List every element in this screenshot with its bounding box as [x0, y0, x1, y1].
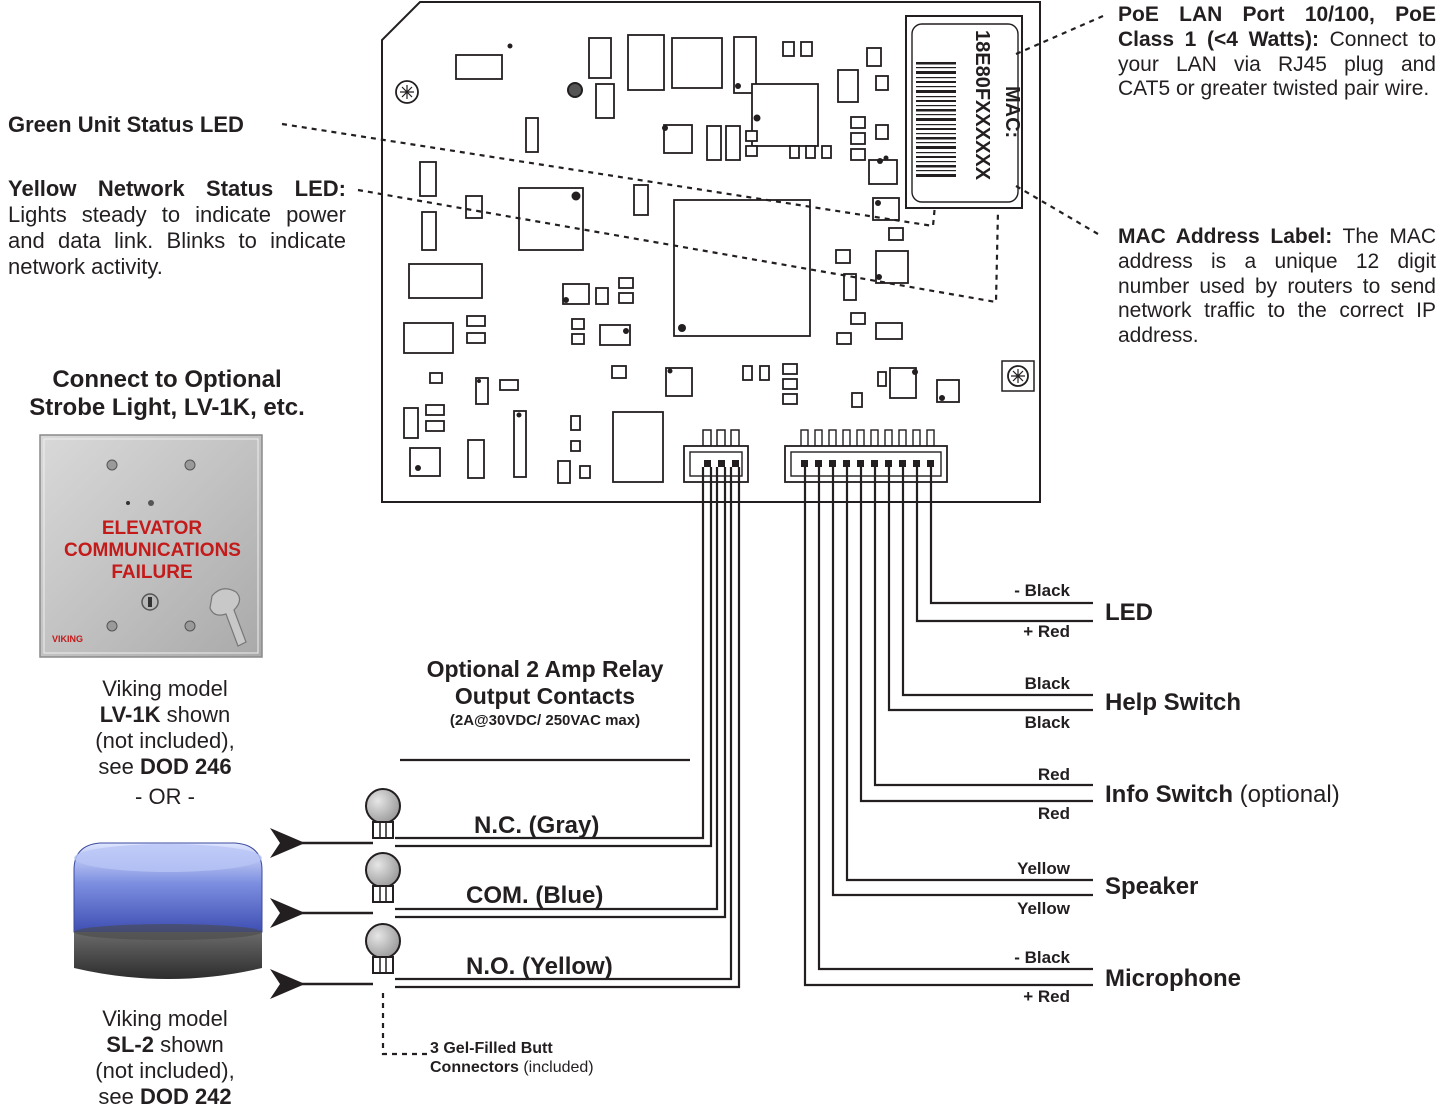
lv1k-dod: DOD 246 [139, 753, 232, 779]
relay-title-line1: Optional 2 Amp Relay [426, 656, 664, 682]
butt-connector-com [365, 852, 401, 903]
mac-label-address: 18E80FXXXXXX [971, 30, 993, 181]
lv1k-panel-line2: COMMUNICATIONS [64, 539, 241, 561]
wire-led-bottom: + Red [1023, 622, 1070, 641]
sl2-image [73, 842, 263, 979]
relay-subtitle: (2A@30VDC/ 250VAC max) [449, 712, 641, 730]
relay-title-line2: Output Contacts [454, 683, 636, 710]
sl2-model: SL-2 [106, 1031, 154, 1057]
lv1k-panel-line3: FAILURE [111, 561, 193, 583]
connection-led: LED [1105, 599, 1153, 626]
yellow-led-title: Yellow Network Status LED: [8, 176, 346, 201]
connection-info-switch-suffix: (optional) [1233, 781, 1340, 808]
butt-note-included: (included) [518, 1058, 594, 1076]
connection-help-switch: Help Switch [1105, 689, 1242, 716]
mounting-screw-right [1001, 360, 1035, 392]
lv1k-panel-text: ELEVATOR COMMUNICATIONS FAILURE [64, 518, 241, 584]
wire-info-top: Red [1037, 765, 1070, 784]
butt-note-line1: 3 Gel-Filled Butt [430, 1040, 553, 1057]
yellow-led-annotation: Yellow Network Status LED: Lights steady… [8, 176, 346, 280]
connection-speaker: Speaker [1105, 873, 1199, 900]
arrows [270, 828, 373, 999]
lv1k-brand: VIKING [52, 634, 84, 644]
mac-label-title: MAC: [1001, 86, 1023, 138]
lv1k-caption-line3: (not included), [95, 727, 235, 753]
relay-output-nc: N.C. (Gray) [474, 812, 600, 839]
lv1k-caption-see: see [98, 753, 140, 779]
leader-green-led [281, 122, 937, 228]
yellow-led-body: Lights steady to indicate power and data… [8, 201, 346, 279]
sl2-caption: Viking model SL-2 shown (not included), … [40, 1006, 290, 1110]
relay-output-com: COM. (Blue) [466, 882, 604, 909]
connection-info-switch: Info Switch (optional) [1105, 781, 1340, 809]
wire-speaker-top: Yellow [1017, 859, 1070, 878]
lv1k-panel-line1: ELEVATOR [101, 518, 203, 539]
wire-help-bottom: Black [1024, 713, 1070, 732]
green-led-label: Green Unit Status LED [8, 112, 244, 137]
strobe-heading-line2: Strobe Light, LV-1K, etc. [29, 394, 305, 422]
wire-mic-bottom: + Red [1023, 987, 1070, 1006]
lv1k-image [39, 434, 263, 658]
wire-led-top: - Black [1014, 581, 1070, 600]
component-dots [415, 43, 945, 471]
lv1k-model: LV-1K [99, 701, 161, 727]
sl2-caption-line3: (not included), [95, 1057, 235, 1083]
sl2-caption-shown: shown [153, 1031, 224, 1057]
butt-connector-nc [365, 788, 401, 839]
mac-address-title: MAC Address Label: [1118, 225, 1333, 248]
lv1k-caption: Viking model LV-1K shown (not included),… [40, 676, 290, 780]
poe-port-title: PoE LAN Port 10/100, PoE Class 1 (<4 Wat… [1118, 3, 1436, 51]
wire-mic-top: - Black [1014, 948, 1070, 967]
relay-output-no: N.O. (Yellow) [466, 953, 613, 980]
strobe-heading-line1: Connect to Optional [52, 366, 282, 393]
main-wires [803, 467, 1093, 987]
leader-lines [281, 14, 1104, 1056]
connection-microphone: Microphone [1105, 965, 1241, 992]
connection-info-switch-name: Info Switch [1105, 781, 1233, 808]
butt-connector-no [365, 923, 401, 974]
wire-speaker-bottom: Yellow [1017, 899, 1070, 918]
strobe-heading: Connect to Optional Strobe Light, LV-1K,… [0, 366, 334, 423]
sl2-caption-line1: Viking model [102, 1006, 228, 1031]
poe-port-body: Connect to your LAN via RJ45 plug and CA… [1118, 27, 1436, 101]
lv1k-caption-line1: Viking model [102, 676, 228, 701]
relay-wires [395, 467, 741, 989]
relay-heading: Optional 2 Amp Relay Output Contacts (2A… [390, 656, 700, 730]
or-text: - OR - [135, 784, 195, 809]
sl2-dod: DOD 242 [139, 1083, 232, 1109]
leader-butt-connectors [381, 993, 428, 1056]
butt-note-line2: Connectors [430, 1058, 519, 1076]
mac-address-body: The MAC address is a unique 12 digit num… [1118, 225, 1436, 348]
butt-connectors-note: 3 Gel-Filled Butt Connectors (included) [430, 1040, 594, 1078]
poe-port-annotation: PoE LAN Port 10/100, PoE Class 1 (<4 Wat… [1118, 3, 1436, 102]
wire-help-top: Black [1024, 674, 1070, 693]
mac-address-annotation: MAC Address Label: The MAC address is a … [1118, 225, 1436, 349]
barcode [916, 62, 956, 177]
sl2-caption-see: see [98, 1083, 140, 1109]
board-components [403, 34, 960, 484]
mounting-screw-top-left [395, 80, 419, 104]
lv1k-caption-shown: shown [160, 701, 231, 727]
wire-info-bottom: Red [1037, 804, 1070, 823]
